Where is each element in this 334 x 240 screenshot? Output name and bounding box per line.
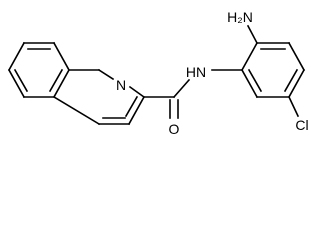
structure-canvas: N HN O H₂N Cl [7, 9, 309, 137]
ring-nitrogen-label: N [116, 77, 126, 93]
aniline-ring [211, 24, 306, 118]
quinoline-benzo-ring [7, 41, 71, 99]
chlorine-label: Cl [295, 117, 308, 133]
quinoline-pyridine-ring [52, 68, 146, 126]
molecule-structure: N HN O H₂N Cl [7, 9, 309, 137]
amide-nh-label: HN [186, 64, 206, 80]
amide-linker [143, 78, 191, 119]
carbonyl-oxygen-label: O [169, 121, 180, 137]
amine-label: H₂N [227, 9, 253, 25]
